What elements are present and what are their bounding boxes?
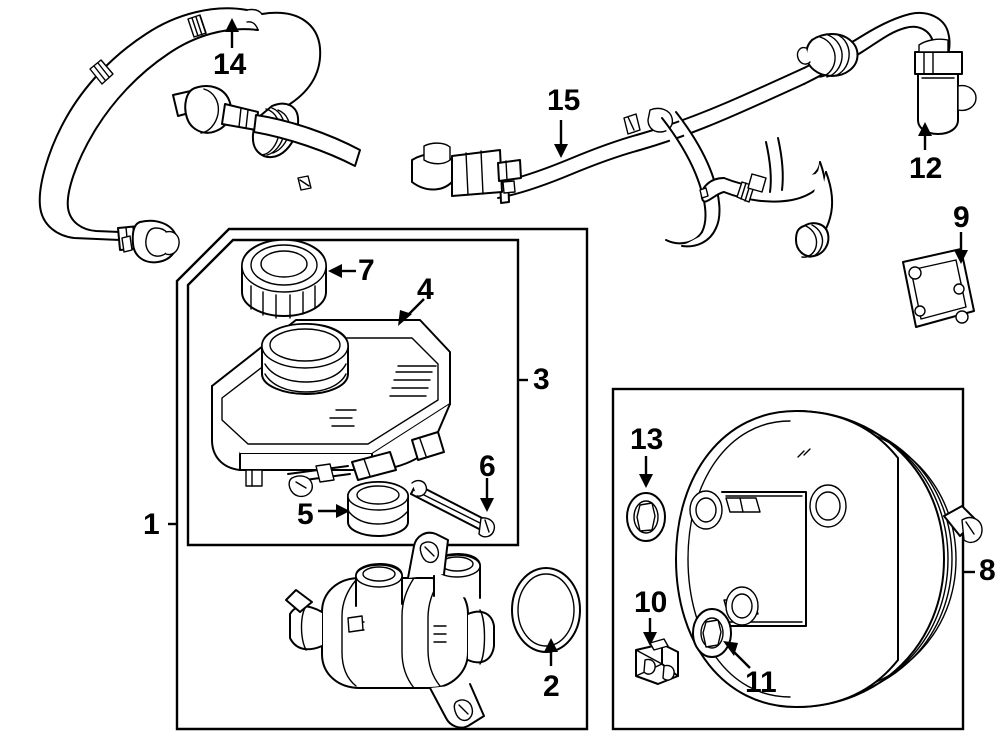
part-vacuum-hose-clip bbox=[635, 638, 679, 685]
callout-label-12[interactable]: 12 bbox=[909, 152, 943, 185]
leader-14 bbox=[225, 18, 239, 48]
part-booster-washer bbox=[692, 608, 732, 658]
hose-manifold-15 bbox=[411, 142, 522, 197]
leader-13 bbox=[639, 456, 653, 488]
hose-t-fitting-14 bbox=[172, 85, 361, 167]
callout-label-7[interactable]: 7 bbox=[358, 254, 375, 287]
callout-label-4[interactable]: 4 bbox=[417, 273, 434, 306]
part-vacuum-hose-main-assembly bbox=[411, 12, 951, 258]
part-booster-mounting-gasket bbox=[902, 248, 975, 328]
part-booster-nut bbox=[626, 492, 666, 542]
hose-small-loop-15 bbox=[699, 161, 827, 203]
leader-2 bbox=[544, 638, 558, 666]
leader-10 bbox=[643, 618, 657, 646]
part-reservoir-retaining-pin bbox=[410, 479, 496, 538]
panel-reservoir-inner bbox=[186, 238, 520, 547]
hose-corrugated-end-15 bbox=[795, 222, 830, 258]
part-power-brake-booster bbox=[675, 410, 983, 708]
callout-label-14[interactable]: 14 bbox=[213, 48, 247, 81]
part-reservoir-cap bbox=[241, 239, 327, 319]
leader-6 bbox=[480, 478, 494, 512]
leader-5 bbox=[318, 504, 350, 518]
callout-label-8[interactable]: 8 bbox=[979, 554, 996, 587]
part-vacuum-hose-front-assembly bbox=[38, 7, 361, 264]
callout-label-11[interactable]: 11 bbox=[745, 666, 777, 699]
hose-end-connector-14 bbox=[117, 219, 180, 264]
callout-label-15[interactable]: 15 bbox=[547, 84, 581, 117]
callout-label-2[interactable]: 2 bbox=[543, 670, 560, 703]
callout-label-10[interactable]: 10 bbox=[634, 586, 668, 619]
callout-label-1[interactable]: 1 bbox=[143, 508, 160, 541]
panel-master-cylinder-outer bbox=[175, 227, 589, 731]
hose-boot-15-upper bbox=[796, 33, 859, 78]
panel-booster bbox=[611, 387, 965, 731]
part-master-cylinder-body bbox=[285, 531, 495, 729]
part-reservoir-grommet bbox=[347, 481, 409, 537]
callout-label-6[interactable]: 6 bbox=[479, 450, 496, 483]
leader-9 bbox=[954, 232, 968, 264]
leader-15 bbox=[554, 120, 568, 158]
part-vacuum-check-valve bbox=[914, 38, 977, 135]
leader-11 bbox=[723, 641, 751, 669]
callout-leaders bbox=[168, 18, 975, 669]
callout-label-9[interactable]: 9 bbox=[953, 201, 970, 234]
part-o-ring-seal bbox=[511, 567, 581, 653]
leader-7 bbox=[328, 264, 356, 278]
callout-label-5[interactable]: 5 bbox=[297, 498, 314, 531]
leader-4 bbox=[398, 298, 425, 326]
leader-12 bbox=[918, 122, 932, 150]
callout-label-3[interactable]: 3 bbox=[533, 363, 550, 396]
part-fluid-reservoir bbox=[211, 319, 451, 498]
callout-label-13[interactable]: 13 bbox=[630, 423, 664, 456]
